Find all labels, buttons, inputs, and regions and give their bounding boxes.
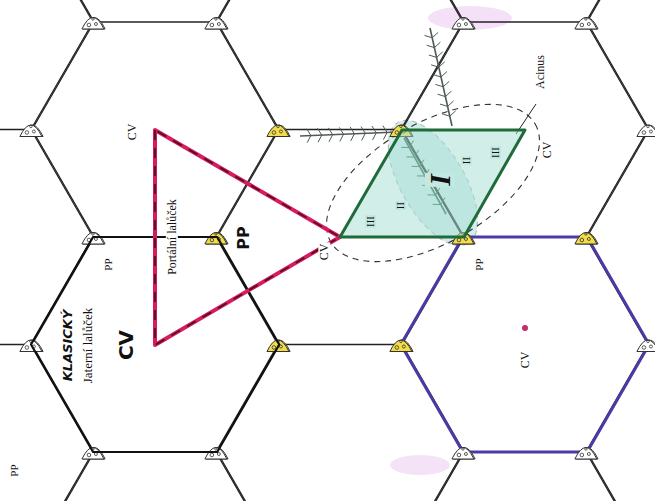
lobule-name: Portální lalůček (166, 198, 178, 276)
zone-number: II (461, 155, 472, 164)
lobule-border (586, 130, 648, 238)
color-smudge (428, 6, 512, 30)
vessel-branch (300, 126, 398, 143)
lobule-border (401, 0, 463, 22)
lobule-border (217, 22, 279, 130)
portal-triad (390, 340, 412, 352)
portal-lobule-triangle: Portální lalůček PP (155, 130, 340, 345)
lobule-border (401, 22, 463, 130)
central-vein-dot (522, 325, 528, 331)
portal-triad (575, 448, 597, 460)
zone-number: III (490, 146, 501, 159)
lobule-border (278, 344, 402, 345)
portal-triad (575, 233, 597, 245)
portal-triad (452, 448, 474, 460)
portal-triad (82, 18, 104, 30)
lobule-border (93, 21, 217, 22)
portal-triad (575, 18, 597, 30)
lobule-border (31, 130, 93, 238)
central-vein-label: CV (126, 123, 138, 142)
lobule-name: Jaterní lalůček (82, 306, 95, 383)
portal-triad (637, 125, 655, 137)
color-smudge (390, 455, 450, 475)
central-vein-label: CV (519, 351, 531, 370)
lobule-border (32, 130, 94, 238)
lobule-border (216, 0, 278, 22)
portal-triad (205, 233, 227, 245)
portal-triad (452, 18, 474, 30)
portal-space-label: PP (235, 225, 251, 250)
lobule-border (463, 21, 587, 22)
vessel-branch (424, 28, 455, 126)
portal-triads (20, 18, 655, 460)
lobule-border (31, 22, 93, 130)
acinus-label: Acinus (534, 54, 546, 90)
portal-triad (205, 448, 227, 460)
lobule-border (586, 22, 648, 130)
portal-triad (20, 125, 42, 137)
portal-triad (267, 125, 289, 137)
central-vein-label: CV (116, 329, 136, 361)
portal-space-label: PP (474, 257, 485, 271)
portal-triad (637, 340, 655, 352)
portal-triad (82, 448, 104, 460)
central-vein-label: CV (541, 141, 553, 160)
central-vein-label: CV (318, 243, 330, 262)
zone-number: I (425, 173, 455, 187)
lobule-heading: KLASICKÝ (61, 308, 74, 382)
lobule-border (586, 0, 648, 22)
zone-number: III (365, 215, 376, 228)
lobule-border (587, 130, 649, 238)
lobule-border (216, 22, 278, 130)
acinus-zone-ellipse (301, 72, 565, 294)
lobule-border (402, 22, 464, 130)
lobule-border (32, 0, 94, 22)
lobule-border (31, 0, 93, 22)
portal-triad (205, 18, 227, 30)
lobule-border (402, 0, 464, 22)
lobule-border (32, 22, 94, 130)
portal-space-label: PP (103, 257, 114, 271)
highlighted-lobule (401, 237, 649, 452)
zone-number: II (395, 200, 406, 209)
portal-space-label: PP (9, 463, 20, 477)
lobule-border (587, 22, 649, 130)
